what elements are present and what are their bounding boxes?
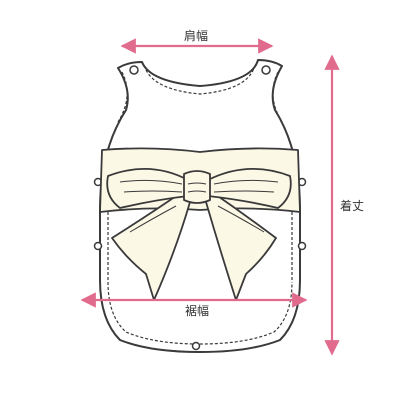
snap-button — [129, 65, 139, 75]
shoulder-width-label: 肩幅 — [184, 28, 208, 43]
hem-width-label: 裾幅 — [185, 303, 209, 318]
total-length-label: 着丈 — [340, 198, 364, 213]
snap-button — [191, 341, 201, 351]
ribbon-sash — [99, 147, 301, 301]
hem-width-label-bg — [180, 302, 214, 318]
left-armhole-stitch — [117, 71, 128, 123]
ribbon-folds — [119, 179, 279, 233]
ribbon-knot — [183, 170, 211, 204]
snap-button — [297, 241, 307, 251]
ribbon-loop-right — [207, 168, 292, 209]
ribbon-loop-left — [106, 168, 189, 209]
dimension-arrows — [80, 38, 340, 356]
snap-buttons — [93, 65, 307, 351]
ribbon-tail-left — [111, 191, 191, 301]
ribbon-tail-right — [205, 191, 277, 301]
hem-stitch — [107, 281, 293, 345]
right-armhole-stitch — [272, 71, 283, 123]
neckline-stitch — [145, 67, 255, 95]
snap-button — [261, 65, 271, 75]
snap-button — [93, 241, 103, 251]
